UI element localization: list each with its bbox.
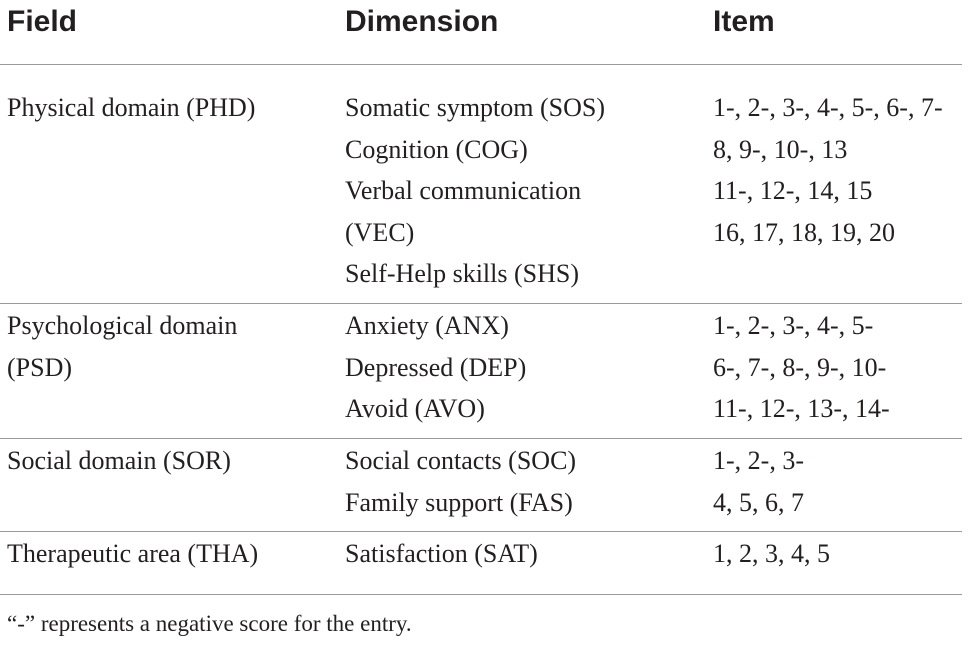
header-field: Field [7, 5, 78, 38]
field-cell: Psychological domain [7, 311, 238, 340]
item-cell: 16, 17, 18, 19, 20 [713, 217, 895, 247]
field-cell: Physical domain (PHD) [7, 93, 256, 122]
bottom-rule [0, 594, 962, 595]
group-rule [0, 531, 962, 532]
item-cell: 11-, 12-, 13-, 14- [713, 394, 890, 423]
dimension-cell: Self-Help skills (SHS) [345, 259, 579, 288]
item-cell: 4, 5, 6, 7 [713, 487, 804, 517]
dimension-cell: Somatic symptom (SOS) [345, 93, 606, 122]
header-rule [0, 64, 962, 65]
dimension-cell: Satisfaction (SAT) [345, 539, 538, 568]
dimension-cell: Cognition (COG) [345, 134, 528, 164]
header-dimension: Dimension [345, 5, 499, 38]
table-footnote: “-” represents a negative score for the … [7, 611, 412, 636]
dimension-cell: Anxiety (ANX) [345, 311, 509, 340]
dimension-cell: Avoid (AVO) [345, 394, 485, 423]
item-cell: 1, 2, 3, 4, 5 [713, 539, 830, 568]
item-cell: 11-, 12-, 14, 15 [713, 176, 873, 205]
item-cell: 6-, 7-, 8-, 9-, 10- [713, 352, 887, 382]
item-cell: 1-, 2-, 3- [713, 446, 804, 475]
item-cell: 8, 9-, 10-, 13 [713, 134, 848, 164]
group-rule [0, 438, 962, 439]
dimension-cell: Family support (FAS) [345, 487, 573, 517]
dimension-cell: (VEC) [345, 217, 415, 247]
field-cell: Therapeutic area (THA) [7, 539, 259, 568]
field-cell: (PSD) [7, 352, 73, 382]
dimension-cell: Verbal communication [345, 176, 582, 205]
field-cell: Social domain (SOR) [7, 446, 231, 475]
item-cell: 1-, 2-, 3-, 4-, 5- [713, 311, 874, 340]
dimension-cell: Depressed (DEP) [345, 352, 527, 382]
group-rule [0, 303, 962, 304]
header-item: Item [713, 5, 775, 38]
item-cell: 1-, 2-, 3-, 4-, 5-, 6-, 7- [713, 93, 943, 122]
dimension-cell: Social contacts (SOC) [345, 446, 577, 475]
